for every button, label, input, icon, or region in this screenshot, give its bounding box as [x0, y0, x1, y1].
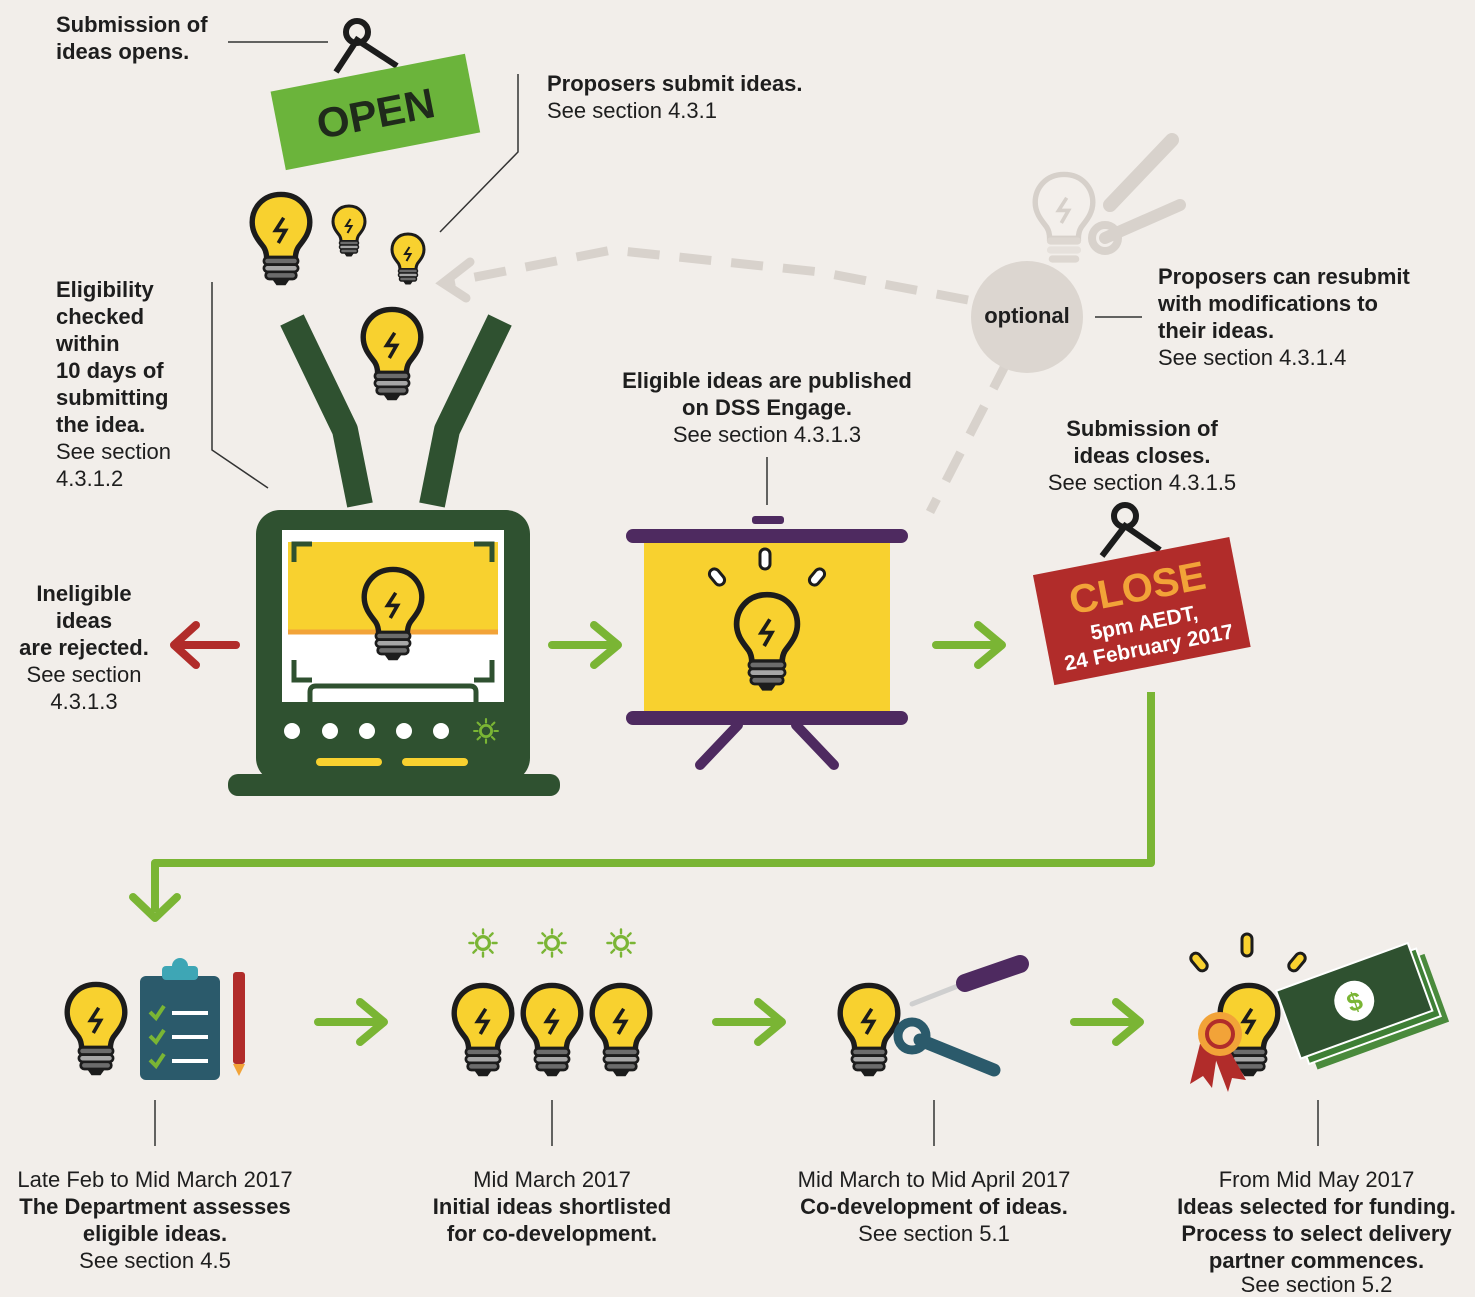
arrow-stage-1 — [318, 1002, 384, 1042]
leader-lines — [154, 41, 1319, 1146]
open-sign: OPEN — [270, 18, 481, 171]
stage-funding-illustration: $ — [1189, 932, 1450, 1092]
timeline-connector — [129, 692, 1155, 922]
arrow-to-screen — [552, 625, 618, 665]
timeline-step-4: From Mid May 2017 Ideas selected for fun… — [1177, 1167, 1456, 1297]
resubmit-label: Proposers can resubmit with modification… — [1158, 264, 1410, 370]
optional-loop — [435, 133, 1186, 515]
eligibility-machine — [228, 314, 560, 796]
timeline-step-2: Mid March 2017 Initial ideas shortlisted… — [432, 1167, 672, 1246]
timeline-step-1: Late Feb to Mid March 2017 The Departmen… — [17, 1167, 293, 1273]
stage-codevelop-illustration — [840, 955, 1029, 1076]
arrow-stage-3 — [1074, 1002, 1140, 1042]
arrow-to-close — [936, 625, 1002, 665]
submitted-bulbs — [252, 194, 426, 400]
close-label: Submission of ideas closes. See section … — [1047, 416, 1237, 495]
arrow-stage-2 — [716, 1002, 782, 1042]
stage-shortlist-illustration — [454, 927, 650, 1076]
published-label: Eligible ideas are published on DSS Enga… — [622, 368, 912, 447]
published-screen — [626, 516, 908, 770]
close-sign: CLOSE 5pm AEDT, 24 February 2017 — [1032, 502, 1251, 686]
ineligible-label: Ineligible ideas are rejected. See secti… — [19, 581, 149, 714]
eligibility-label: Eligibility checked within 10 days of su… — [56, 277, 171, 491]
optional-label: optional — [984, 303, 1070, 328]
submit-label: Proposers submit ideas. See section 4.3.… — [547, 71, 803, 123]
reject-arrow — [170, 621, 240, 669]
timeline-step-3: Mid March to Mid April 2017 Co-developme… — [797, 1167, 1071, 1246]
stage-assess-illustration — [67, 958, 245, 1080]
open-label: Submission of ideas opens. — [56, 12, 208, 64]
